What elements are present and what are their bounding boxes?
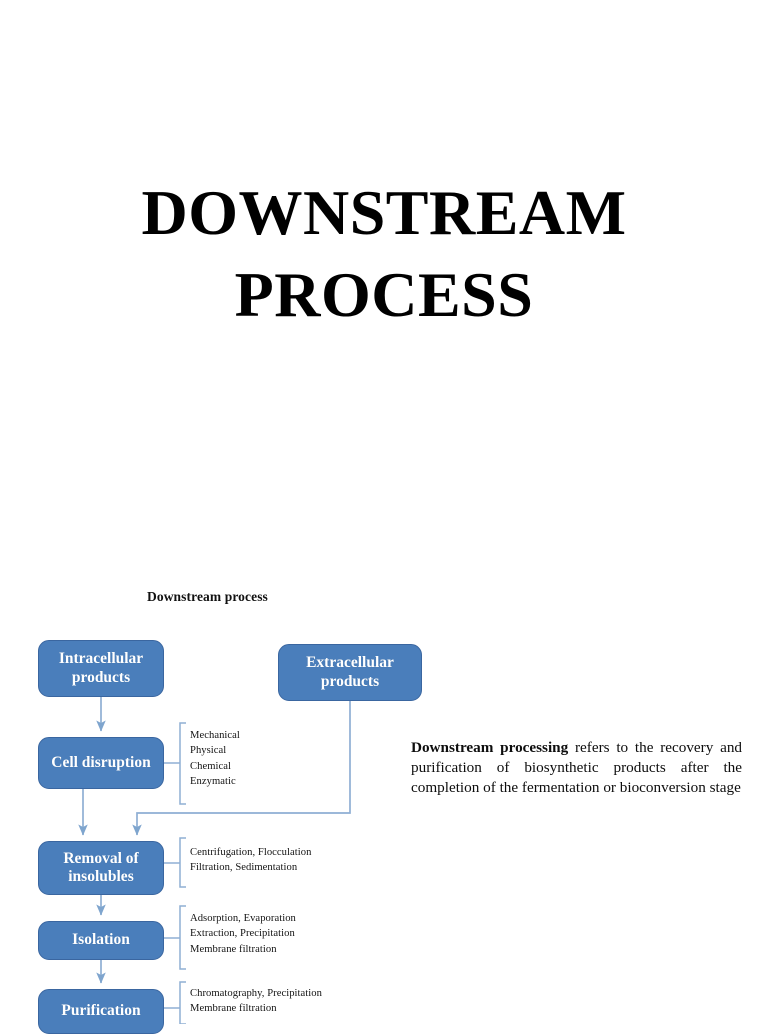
annotation-cell-disruption-methods: Mechanical Physical Chemical Enzymatic <box>190 730 240 788</box>
definition-lead-term: Downstream processing <box>411 739 569 757</box>
page-title-line-1: DOWNSTREAM <box>141 177 627 248</box>
bracket-cell-disruption <box>179 722 186 805</box>
flow-node-cell-disruption[interactable]: Cell disruption <box>38 737 164 789</box>
bracket-isolation <box>179 905 186 970</box>
definition-body-text: refers to the recovery and purification … <box>411 739 743 797</box>
bracket-purification <box>179 981 186 1024</box>
annotation-purification-methods: Chromatography, Precipitation Membrane f… <box>190 988 322 1015</box>
flow-node-intracellular-products[interactable]: Intracellular products <box>38 640 164 697</box>
flow-node-removal-of-insolubles[interactable]: Removal of insolubles <box>38 841 164 895</box>
page-title: DOWNSTREAM PROCESS <box>60 172 708 336</box>
connector-extracellular-to-removal <box>132 701 351 836</box>
definition-paragraph: Downstream processing refers to the reco… <box>411 738 742 798</box>
annotation-removal-methods: Centrifugation, Flocculation Filtration,… <box>190 847 312 874</box>
annotation-isolation-methods: Adsorption, Evaporation Extraction, Prec… <box>190 913 296 955</box>
page-title-line-2: PROCESS <box>234 258 534 330</box>
flow-node-extracellular-products[interactable]: Extracellular products <box>278 644 422 701</box>
bracket-removal <box>179 837 186 888</box>
flow-node-purification[interactable]: Purification <box>38 989 164 1034</box>
flow-node-isolation[interactable]: Isolation <box>38 921 164 960</box>
figure-heading: Downstream process <box>147 589 268 604</box>
